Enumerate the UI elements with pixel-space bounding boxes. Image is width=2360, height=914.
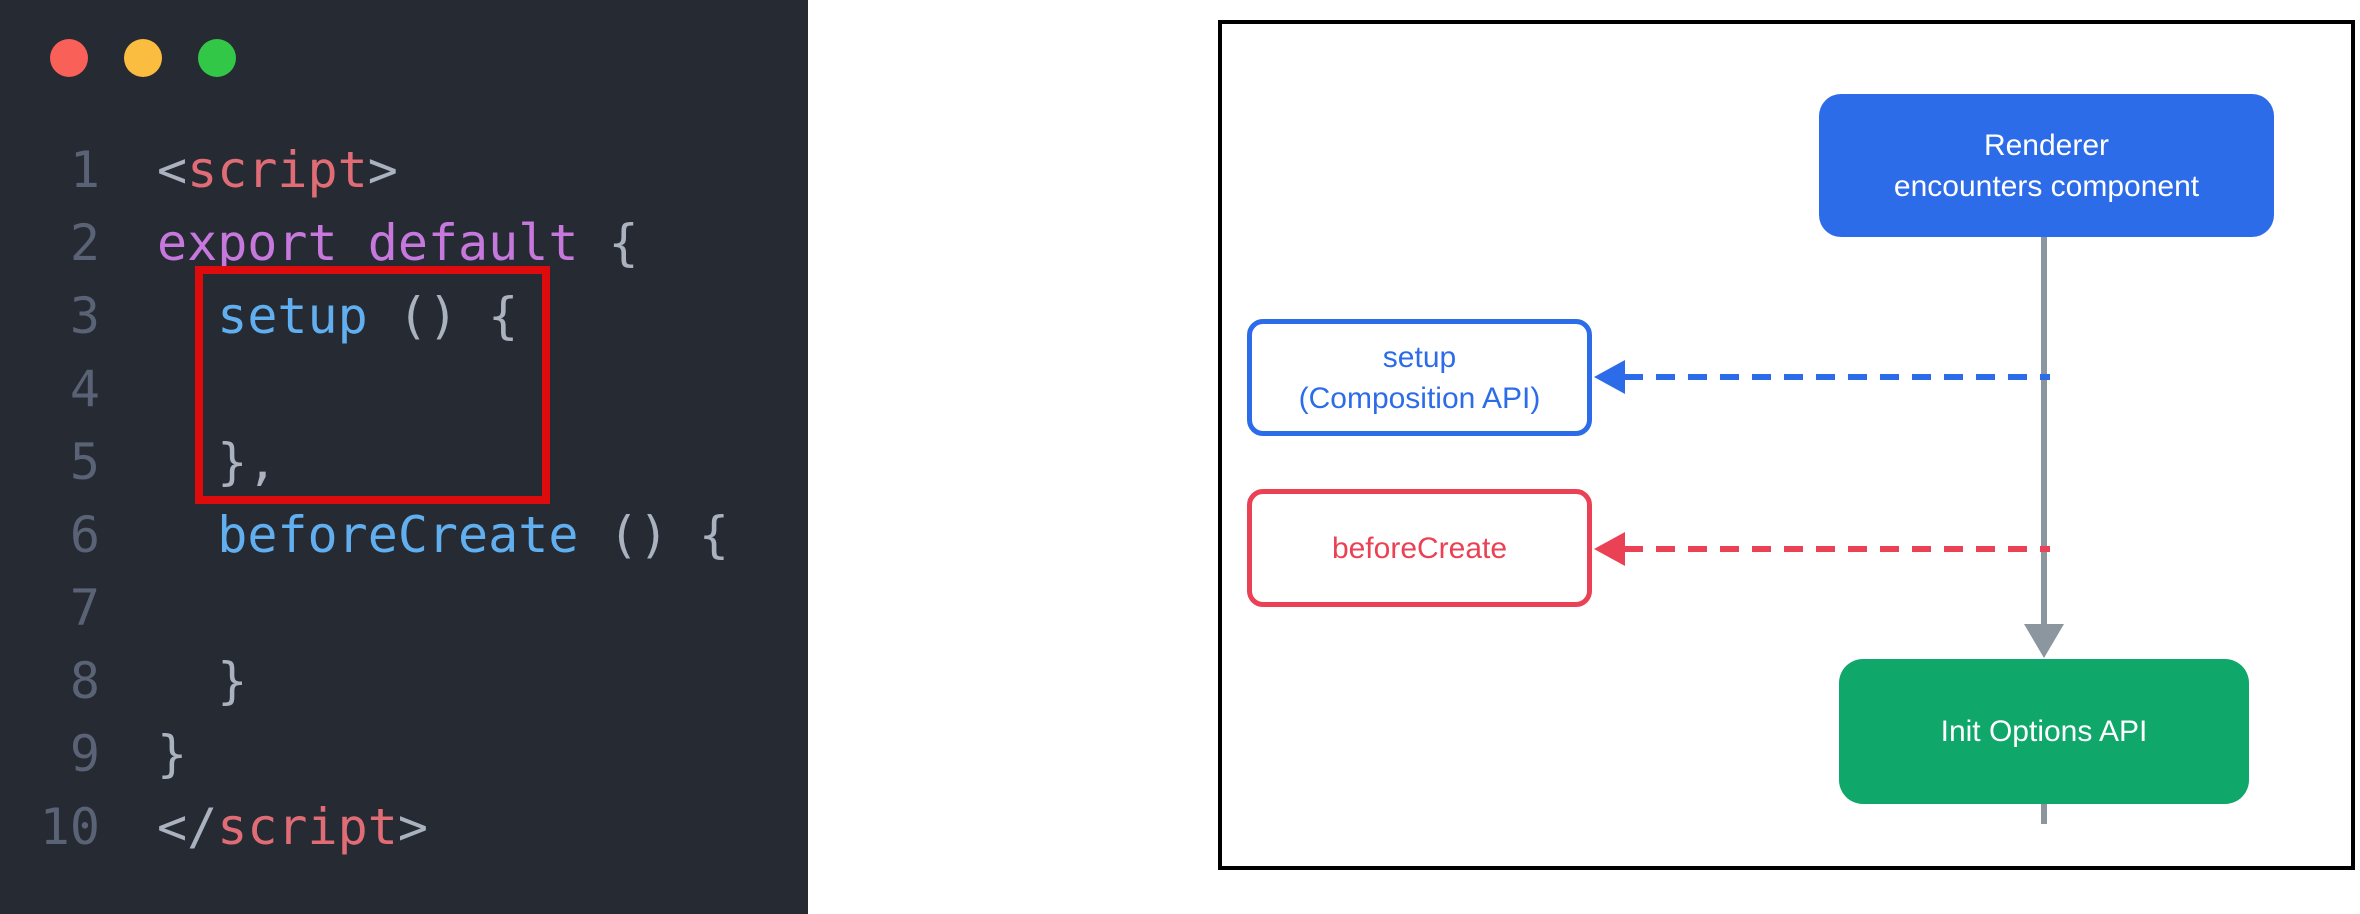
code-text: export default { bbox=[157, 207, 639, 280]
lifecycle-diagram: Renderer encounters component setup (Com… bbox=[1218, 20, 2355, 870]
before-create-dashed-connector bbox=[1624, 546, 2050, 552]
line-number: 3 bbox=[69, 287, 100, 345]
line-number: 2 bbox=[69, 214, 100, 272]
setup-node-label-line1: setup bbox=[1382, 340, 1457, 374]
setup-dashed-connector bbox=[1624, 374, 2050, 380]
before-create-arrowhead-icon bbox=[1594, 532, 1625, 566]
line-number: 4 bbox=[69, 360, 100, 418]
line-number: 1 bbox=[69, 141, 100, 199]
code-line: 10 </script> bbox=[0, 791, 808, 864]
code-text: beforeCreate () { bbox=[157, 499, 729, 572]
minimize-button[interactable] bbox=[124, 39, 162, 77]
code-token: beforeCreate bbox=[217, 506, 579, 564]
line-number: 8 bbox=[69, 652, 100, 710]
code-line: 4 bbox=[0, 353, 808, 426]
code-token: setup bbox=[217, 287, 368, 345]
code-text: }, bbox=[157, 426, 277, 499]
code-text: </script> bbox=[157, 791, 428, 864]
setup-arrowhead-icon bbox=[1594, 360, 1625, 394]
code-editor-window: 1 <script> 2 export default { 3 setup ()… bbox=[0, 0, 808, 914]
line-number: 10 bbox=[39, 798, 100, 856]
code-token: { bbox=[578, 214, 639, 272]
renderer-node-label-line1: Renderer bbox=[1983, 128, 2110, 162]
flow-line-continuation bbox=[2041, 804, 2047, 824]
code-line: 9 } bbox=[0, 718, 808, 791]
code-text: setup () { bbox=[157, 280, 518, 353]
renderer-node-label-line2: encounters component bbox=[1893, 169, 2200, 203]
init-options-api-node-label: Init Options API bbox=[1940, 715, 2148, 748]
line-number: 9 bbox=[69, 725, 100, 783]
code-line: 7 bbox=[0, 572, 808, 645]
close-button[interactable] bbox=[50, 39, 88, 77]
code-text: } bbox=[157, 718, 187, 791]
code-token: > bbox=[397, 798, 428, 856]
code-line: 5 }, bbox=[0, 426, 808, 499]
code-text: <script> bbox=[157, 134, 398, 207]
code-token: script bbox=[187, 141, 368, 199]
line-number: 7 bbox=[69, 579, 100, 637]
setup-highlight-rectangle bbox=[195, 266, 550, 504]
down-arrowhead-icon bbox=[2024, 624, 2064, 658]
code-token: }, bbox=[157, 433, 278, 491]
init-options-api-node: Init Options API bbox=[1839, 659, 2249, 804]
code-text: } bbox=[157, 645, 247, 718]
code-token: </ bbox=[157, 798, 218, 856]
code-token: script bbox=[217, 798, 398, 856]
code-token bbox=[157, 506, 217, 564]
main-flow-line bbox=[2041, 237, 2047, 624]
code-line: 3 setup () { bbox=[0, 280, 808, 353]
window-controls bbox=[50, 39, 236, 77]
code-line: 8 } bbox=[0, 645, 808, 718]
setup-node-label-line2: (Composition API) bbox=[1298, 381, 1541, 415]
code-line: 6 beforeCreate () { bbox=[0, 499, 808, 572]
code-line: 2 export default { bbox=[0, 207, 808, 280]
code-token: } bbox=[157, 725, 188, 783]
code-line: 1 <script> bbox=[0, 134, 808, 207]
renderer-node: Renderer encounters component bbox=[1819, 94, 2274, 237]
before-create-node-label: beforeCreate bbox=[1331, 531, 1508, 565]
maximize-button[interactable] bbox=[198, 39, 236, 77]
line-number: 6 bbox=[69, 506, 100, 564]
code-token: } bbox=[157, 652, 248, 710]
setup-node: setup (Composition API) bbox=[1247, 319, 1592, 436]
before-create-node: beforeCreate bbox=[1247, 489, 1592, 607]
code-token: () { bbox=[367, 287, 519, 345]
line-number: 5 bbox=[69, 433, 100, 491]
code-token: () { bbox=[578, 506, 729, 564]
code-token: export default bbox=[157, 214, 579, 272]
code-area: 1 <script> 2 export default { 3 setup ()… bbox=[0, 134, 808, 864]
code-token: < bbox=[157, 141, 188, 199]
code-token: > bbox=[367, 141, 398, 199]
